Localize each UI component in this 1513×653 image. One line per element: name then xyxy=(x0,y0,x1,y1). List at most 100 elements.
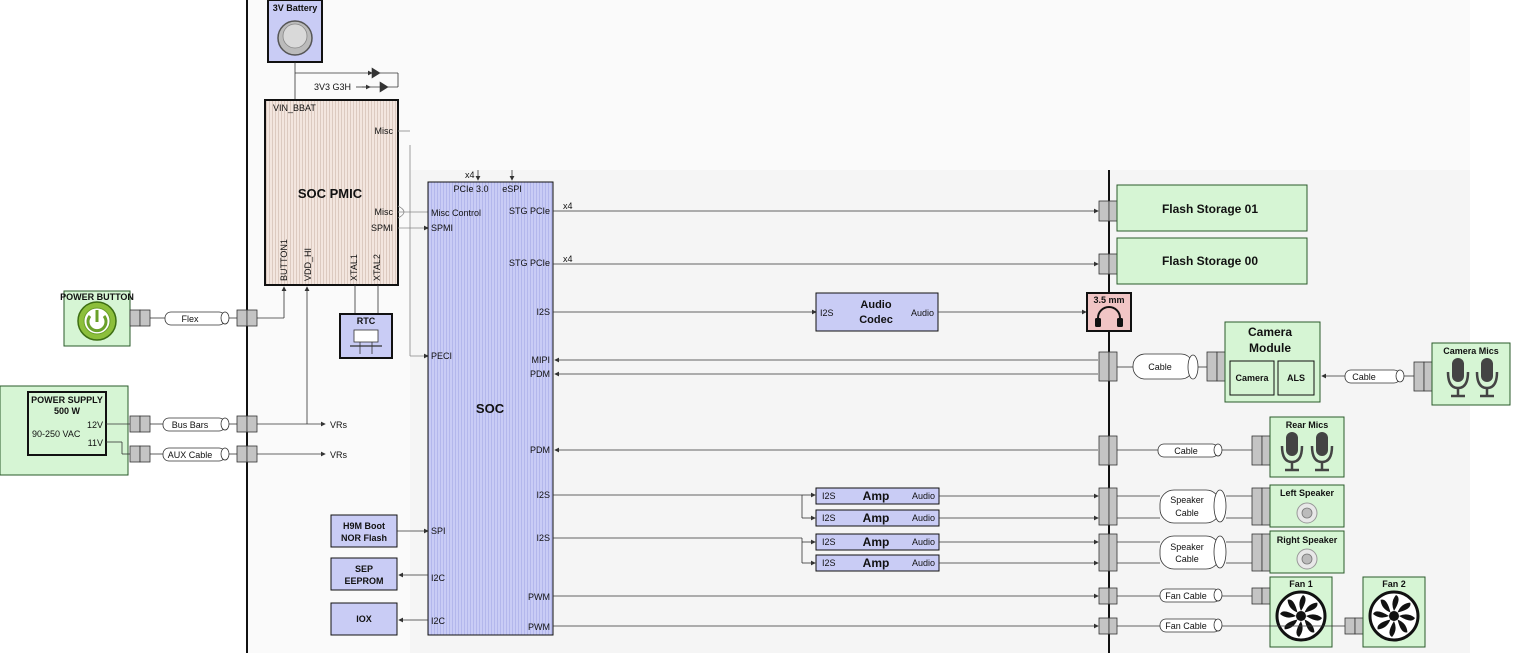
connector xyxy=(139,445,151,463)
connector xyxy=(1423,361,1433,392)
amp-block: I2S Amp Audio xyxy=(815,554,940,572)
connector xyxy=(236,415,248,433)
soc-pcie-top-label: PCIe 3.0 xyxy=(453,184,488,194)
camera-mics-block: Camera Mics xyxy=(1431,342,1511,406)
amp-in-label: I2S xyxy=(822,537,836,547)
flash-storage-01-block: Flash Storage 01 xyxy=(1116,184,1308,232)
sep-line2: EEPROM xyxy=(344,576,383,586)
als-label: ALS xyxy=(1287,373,1305,383)
camera-cable: Cable xyxy=(1132,353,1199,380)
connector xyxy=(1108,587,1118,605)
soc-left-spmi: SPMI xyxy=(431,223,453,233)
speaker-cable-2-line2: Cable xyxy=(1175,554,1199,564)
connector xyxy=(246,445,258,463)
rail-3v3-label: 3V3 G3H xyxy=(314,82,351,92)
connector xyxy=(1108,200,1118,222)
camera-mics-label: Camera Mics xyxy=(1443,346,1499,356)
speaker-icon xyxy=(1296,548,1318,570)
camera-module-block: Camera Module Camera ALS xyxy=(1224,321,1321,403)
amp-in-label: I2S xyxy=(822,558,836,568)
right-speaker-block: Right Speaker xyxy=(1269,530,1345,574)
headphone-jack-block: 3.5 mm xyxy=(1086,292,1132,332)
speaker-cable-2: Speaker Cable xyxy=(1159,535,1227,570)
amp-in-label: I2S xyxy=(822,491,836,501)
connector xyxy=(1354,617,1364,635)
soc-right-mipi: MIPI xyxy=(531,355,550,365)
connector xyxy=(1098,587,1110,605)
pmic-pin-xtal1: XTAL1 xyxy=(349,254,359,281)
connector xyxy=(139,309,151,327)
connector xyxy=(129,415,141,433)
power-supply-vac: 90-250 VAC xyxy=(32,429,81,439)
soc-left-i2c-1: I2C xyxy=(431,573,446,583)
pmic-spmi-label: SPMI xyxy=(371,223,393,233)
fan-cable-2: Fan Cable xyxy=(1159,618,1223,633)
connector xyxy=(1108,617,1118,635)
power-supply-title: POWER SUPPLY xyxy=(31,395,103,405)
power-button-block: POWER BUTTON xyxy=(60,290,134,347)
connector xyxy=(129,309,141,327)
fan-2-label: Fan 2 xyxy=(1382,579,1406,589)
amp-out-label: Audio xyxy=(912,558,935,568)
audio-codec-in: I2S xyxy=(820,308,834,318)
rear-mics-cable: Cable xyxy=(1157,443,1223,458)
flash-storage-00-block: Flash Storage 00 xyxy=(1116,237,1308,285)
rtc-label: RTC xyxy=(357,316,376,326)
speaker-icon xyxy=(1296,502,1318,524)
connector xyxy=(1098,351,1110,382)
h9m-boot-nor-flash-block: H9M Boot NOR Flash xyxy=(330,514,398,548)
connector xyxy=(1261,435,1271,466)
microphone-icon xyxy=(1310,432,1334,472)
connector xyxy=(1108,351,1118,382)
speaker-cable-1-line1: Speaker xyxy=(1170,495,1204,505)
pmic-pin-xtal2: XTAL2 xyxy=(372,254,382,281)
power-button-label: POWER BUTTON xyxy=(60,292,134,302)
audio-codec-out: Audio xyxy=(911,308,934,318)
connector xyxy=(1108,435,1118,466)
vrs-label-2: VRs xyxy=(330,450,348,460)
diode-icon xyxy=(379,81,389,93)
power-button-icon[interactable] xyxy=(77,301,117,341)
rail-12v-label: 12V xyxy=(87,420,103,430)
soc-right-pdm-2: PDM xyxy=(530,445,550,455)
soc-right-i2s-2: I2S xyxy=(536,490,550,500)
lane-label-1: x4 xyxy=(563,201,573,211)
fan-cable-1: Fan Cable xyxy=(1159,588,1223,603)
connector xyxy=(139,415,151,433)
right-speaker-label: Right Speaker xyxy=(1277,535,1338,545)
audio-codec-line2: Codec xyxy=(859,314,893,326)
soc-right-i2s-3: I2S xyxy=(536,533,550,543)
battery-block: 3V Battery xyxy=(267,0,323,63)
audio-codec-block: Audio Codec I2S Audio xyxy=(815,292,939,332)
fan-cable-1-label: Fan Cable xyxy=(1165,591,1207,601)
soc-left-spi: SPI xyxy=(431,526,446,536)
camera-mics-cable: Cable xyxy=(1344,369,1405,384)
soc-right-pwm-2: PWM xyxy=(528,622,550,632)
connector xyxy=(1216,351,1226,382)
flex-cable-label: Flex xyxy=(181,314,199,324)
fan-2-block: Fan 2 xyxy=(1362,576,1426,648)
crystal-icon xyxy=(350,329,382,354)
camera-label: Camera xyxy=(1235,373,1269,383)
connector xyxy=(236,445,248,463)
rear-mics-label: Rear Mics xyxy=(1286,420,1329,430)
soc-left-i2c-2: I2C xyxy=(431,616,446,626)
pmic-pin-vdd-hi: VDD_HI xyxy=(303,248,313,281)
amp-block: I2S Amp Audio xyxy=(815,509,940,527)
diode-icon xyxy=(371,67,381,79)
connector xyxy=(1098,253,1110,275)
soc-right-stg-pcie-2: STG PCIe xyxy=(509,258,550,268)
speaker-cable-2-line1: Speaker xyxy=(1170,542,1204,552)
power-supply-block: POWER SUPPLY 500 W 90-250 VAC 12V 11V xyxy=(0,385,129,476)
connector xyxy=(129,445,141,463)
amp-out-label: Audio xyxy=(912,491,935,501)
fan-icon xyxy=(1368,590,1420,642)
rear-mics-cable-label: Cable xyxy=(1174,446,1198,456)
soc-pmic-block: VIN_BBAT SOC PMIC Misc Misc SPMI BUTTON1… xyxy=(264,99,399,286)
headphones-icon xyxy=(1095,306,1123,327)
connector xyxy=(1251,533,1263,572)
rear-mics-block: Rear Mics xyxy=(1269,416,1345,478)
connector xyxy=(1344,617,1356,635)
connector xyxy=(1108,253,1118,275)
